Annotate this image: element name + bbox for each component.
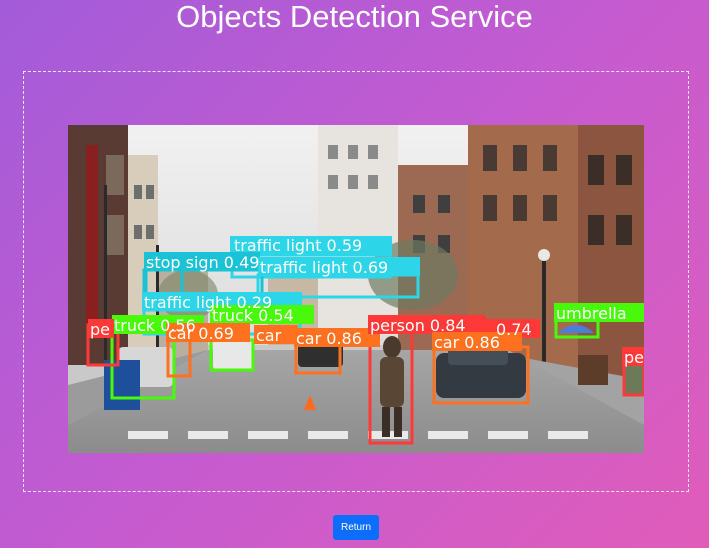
detection-label: car — [256, 326, 282, 345]
detection-label: pe — [624, 348, 644, 367]
detection-label: car 0.86 — [434, 333, 500, 352]
detection-label: pe — [90, 320, 110, 339]
street-scene: traffic light 0.59 stop sign 0.49 traffi… — [68, 125, 644, 453]
result-panel: traffic light 0.59 stop sign 0.49 traffi… — [23, 71, 689, 492]
detection-label: traffic light 0.69 — [260, 258, 388, 277]
detection-label: truck 0.54 — [212, 306, 294, 325]
return-button[interactable]: Return — [333, 515, 379, 540]
detection-label: car 0.86 — [296, 329, 362, 348]
detection-label: car 0.69 — [168, 324, 234, 343]
detection-label: stop sign 0.49 — [146, 253, 259, 272]
detection-label: 0.74 — [496, 320, 532, 339]
detection-label: person 0.84 — [370, 316, 466, 335]
page-title: Objects Detection Service — [176, 0, 533, 34]
detection-label: traffic light 0.29 — [144, 293, 272, 312]
detection-label: traffic light 0.59 — [234, 236, 362, 255]
detection-label: truck 0.56 — [114, 316, 196, 335]
detection-result-image: traffic light 0.59 stop sign 0.49 traffi… — [68, 125, 644, 453]
detection-label: umbrella — [556, 304, 627, 323]
